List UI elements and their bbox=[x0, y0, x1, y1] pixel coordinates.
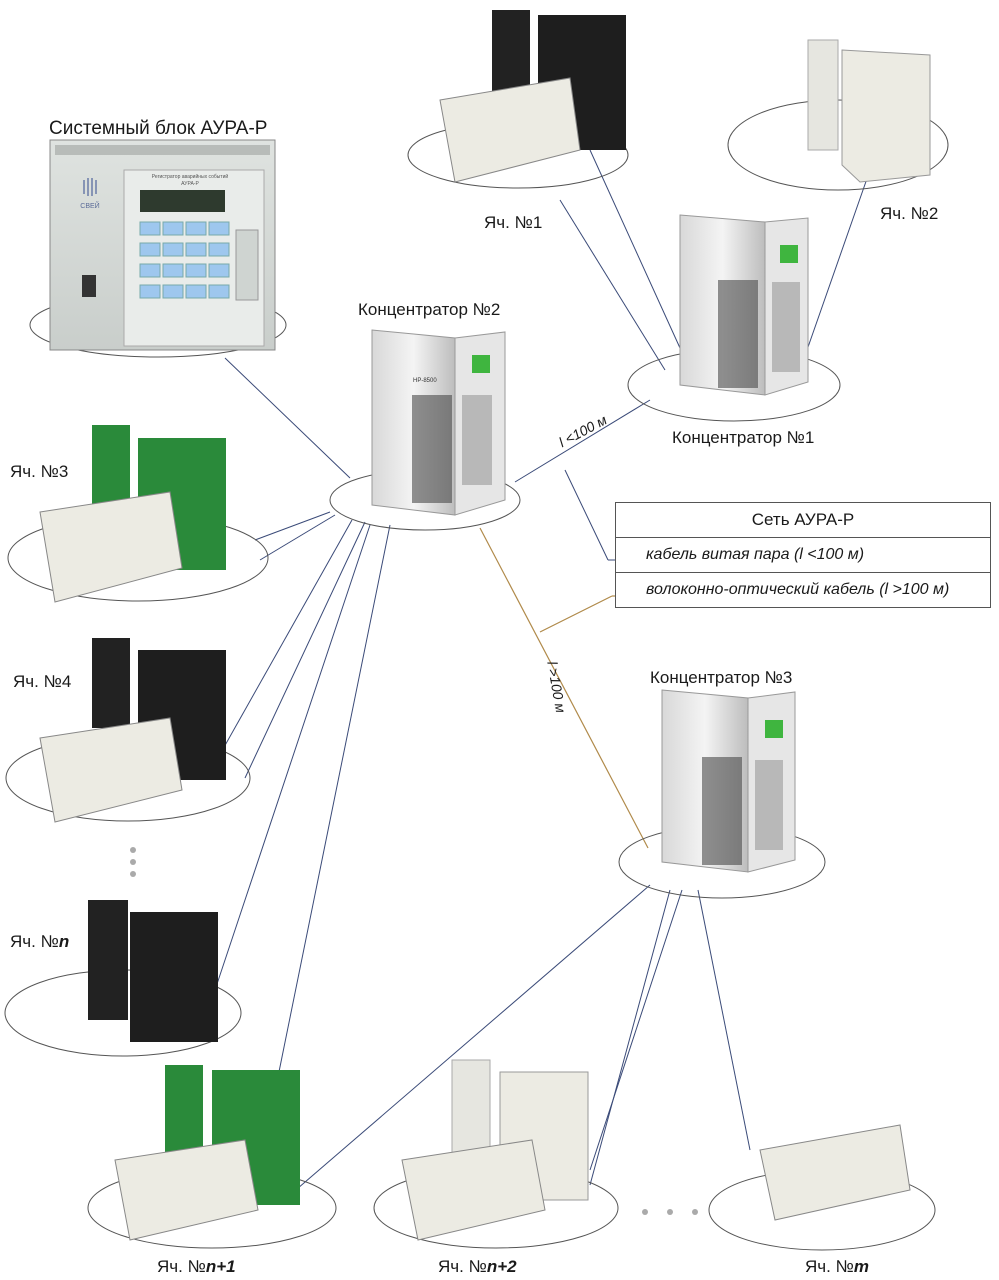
cell-n2-device bbox=[401, 1059, 589, 1241]
cell-3-device bbox=[39, 425, 226, 603]
cell4-label: Яч. №4 bbox=[13, 672, 72, 691]
system-block-label: Системный блок АУРА-Р bbox=[49, 118, 268, 139]
hub3-label: Концентратор №3 bbox=[650, 668, 793, 687]
cell3-label: Яч. №3 bbox=[10, 462, 69, 481]
legend-fiber: волоконно-оптический кабель (l >100 м) bbox=[616, 572, 990, 607]
hub1-label: Концентратор №1 bbox=[672, 428, 815, 447]
brand-text: СВЕЙ bbox=[80, 201, 99, 210]
cell-1-device bbox=[439, 10, 626, 183]
cell1-label: Яч. №1 bbox=[484, 213, 543, 232]
hub-2-device: HP-8500 bbox=[371, 329, 506, 516]
celln1-label: Яч. №n+1 bbox=[157, 1257, 236, 1276]
cell-2-device bbox=[807, 39, 931, 183]
cell-m-device bbox=[759, 1124, 911, 1221]
legend-twisted-pair: кабель витая пара (l <100 м) bbox=[616, 537, 990, 572]
hub2-model: HP-8500 bbox=[413, 378, 437, 384]
system-block-device: СВЕЙ Регистратор аварийных событий АУРА-… bbox=[49, 139, 276, 351]
screen-title: Регистратор аварийных событий bbox=[152, 173, 229, 180]
cell-n-device bbox=[88, 900, 218, 1042]
network-legend: Сеть АУРА-Р кабель витая пара (l <100 м)… bbox=[615, 502, 991, 608]
celln2-label: Яч. №n+2 bbox=[438, 1257, 517, 1276]
hub-1-device bbox=[679, 214, 809, 396]
model-text: АУРА-Р bbox=[181, 181, 199, 187]
cell-4-device bbox=[39, 638, 226, 823]
hub2-label: Концентратор №2 bbox=[358, 300, 501, 319]
twisted-pair-links bbox=[209, 149, 871, 1196]
cellm-label: Яч. №m bbox=[805, 1257, 869, 1276]
vertical-dots bbox=[130, 847, 136, 877]
hub-3-device bbox=[661, 689, 796, 873]
celln-label: Яч. №n bbox=[10, 932, 70, 951]
cell-n1-device bbox=[114, 1065, 300, 1241]
fiber-links bbox=[479, 527, 649, 849]
horizontal-dots bbox=[642, 1209, 698, 1215]
legend-title: Сеть АУРА-Р bbox=[751, 510, 855, 529]
cell2-label: Яч. №2 bbox=[880, 204, 939, 223]
